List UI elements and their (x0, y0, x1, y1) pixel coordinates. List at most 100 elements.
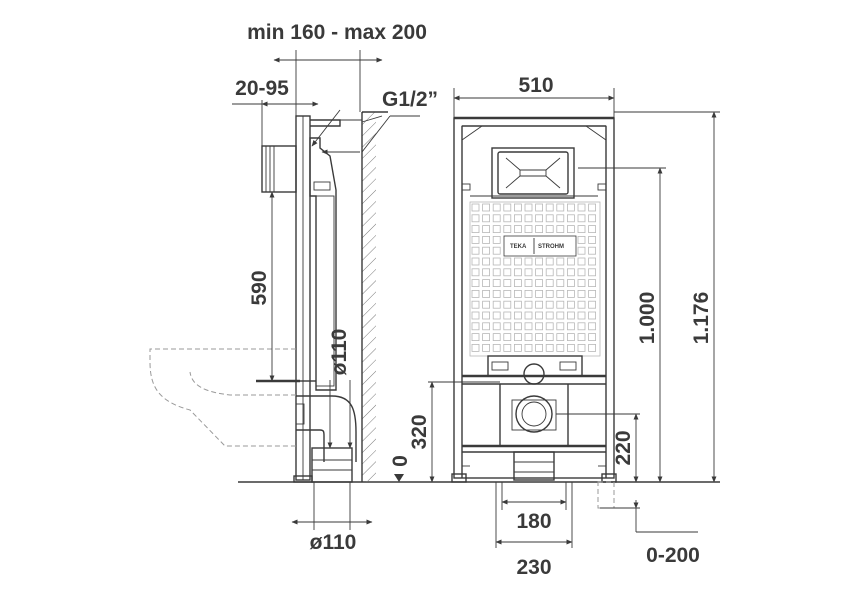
grid-cell (577, 279, 586, 288)
grid-cell (545, 289, 554, 298)
grid-cell (524, 343, 533, 352)
grid-cell (567, 343, 575, 352)
grid-cell (514, 257, 522, 266)
grid-cell (556, 333, 565, 342)
grid-cell (535, 225, 543, 234)
grid-cell (588, 311, 596, 320)
grid-cell (524, 322, 533, 331)
grid-cell (524, 225, 533, 234)
grid-cell (503, 333, 512, 342)
dim-diam-110-bottom: ø110 (310, 531, 357, 554)
grid-cell (556, 322, 565, 331)
grid-cell (567, 300, 575, 309)
grid-cell (556, 343, 565, 352)
grid-cell (577, 311, 586, 320)
grid-cell (577, 300, 586, 309)
side-dimensions (232, 50, 420, 530)
grid-cell (556, 225, 565, 234)
grid-cell (588, 289, 596, 298)
grid-cell (514, 214, 522, 223)
grid-cell (545, 279, 554, 288)
grid-cell (556, 214, 565, 223)
grid-cell (503, 203, 512, 212)
grid-cell (503, 322, 512, 331)
grid-cell (524, 214, 533, 223)
grid-cell (524, 279, 533, 288)
grid-cell (503, 311, 512, 320)
dim-height-590: 590 (248, 270, 271, 305)
grid-cell (545, 322, 554, 331)
front-dimensions (428, 88, 720, 548)
dim-width-180: 180 (516, 510, 551, 533)
grid-cell (492, 257, 501, 266)
grid-cell (567, 333, 575, 342)
grid-cell (482, 214, 491, 223)
grid-cell (471, 235, 480, 244)
grid-cell (482, 246, 491, 255)
grid-cell (492, 225, 501, 234)
grid-cell (567, 203, 575, 212)
grid-cell (471, 214, 480, 223)
grid-cell (535, 268, 543, 277)
grid-cell (567, 225, 575, 234)
front-frame (453, 117, 615, 479)
grid-cell (535, 322, 543, 331)
brand-right: STROHM (538, 244, 564, 250)
grid-cell (588, 279, 596, 288)
cistern-side (309, 137, 337, 391)
grid-cell (556, 289, 565, 298)
grid-cell (482, 322, 491, 331)
dim-height-1000: 1.000 (636, 292, 659, 345)
grid-cell (503, 343, 512, 352)
grid-cell (577, 246, 586, 255)
grid-cell (524, 257, 533, 266)
grid-cell (545, 214, 554, 223)
grid-cell (471, 333, 480, 342)
grid-cell (545, 333, 554, 342)
grid-cell (535, 333, 543, 342)
grid-cell (471, 279, 480, 288)
front-view: TEKA STROHM (451, 116, 617, 509)
grid-cell (514, 203, 522, 212)
grid-cell (556, 203, 565, 212)
grid-cell (514, 300, 522, 309)
grid-cell (471, 203, 480, 212)
cistern-grid (469, 201, 601, 357)
grid-cell (492, 246, 501, 255)
grid-cell (492, 333, 501, 342)
grid-cell (471, 246, 480, 255)
grid-cell (503, 300, 512, 309)
dim-distance: 20-95 (235, 77, 289, 100)
grid-cell (492, 322, 501, 331)
grid-cell (492, 268, 501, 277)
grid-cell (556, 311, 565, 320)
grid-cell (588, 214, 596, 223)
grid-cell (588, 203, 596, 212)
grid-cell (514, 343, 522, 352)
grid-cell (503, 257, 512, 266)
grid-cell (588, 333, 596, 342)
grid-cell (503, 279, 512, 288)
grid-cell (545, 311, 554, 320)
grid-cell (577, 333, 586, 342)
grid-cell (492, 289, 501, 298)
dim-wall-depth: min 160 - max 200 (247, 21, 427, 44)
grid-cell (471, 257, 480, 266)
grid-cell (524, 289, 533, 298)
grid-cell (535, 279, 543, 288)
grid-cell (492, 235, 501, 244)
grid-cell (588, 225, 596, 234)
grid-cell (503, 214, 512, 223)
grid-cell (503, 289, 512, 298)
grid-cell (588, 343, 596, 352)
grid-cell (535, 311, 543, 320)
grid-cell (524, 203, 533, 212)
grid-cell (524, 333, 533, 342)
grid-cell (545, 268, 554, 277)
grid-cell (535, 257, 543, 266)
dim-range-0-200: 0-200 (646, 544, 700, 567)
grid-cell (492, 214, 501, 223)
grid-cell (588, 300, 596, 309)
grid-cell (503, 268, 512, 277)
